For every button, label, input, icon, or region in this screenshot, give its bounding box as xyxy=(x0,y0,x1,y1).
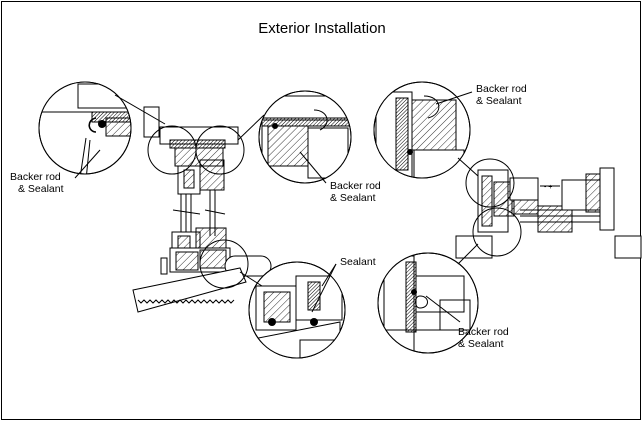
leader-line xyxy=(299,151,327,184)
locator-circle xyxy=(199,239,249,289)
callout-right-bottom: Backer rod & Sealant xyxy=(458,326,509,350)
leader-line xyxy=(435,91,473,105)
callout-line: Backer rod xyxy=(10,171,61,183)
callout-line: & Sealant xyxy=(458,338,504,350)
callout-line: & Sealant xyxy=(330,192,376,204)
leader-line xyxy=(74,149,101,179)
locator-circle xyxy=(465,158,515,208)
svg-text:- +: - + xyxy=(544,184,552,191)
callout-right-top: Backer rod & Sealant xyxy=(476,83,527,107)
detail-circle-top-center xyxy=(237,90,352,184)
callout-line: Backer rod xyxy=(330,180,381,192)
callout-line: & Sealant xyxy=(18,183,64,195)
drawing-title: Exterior Installation xyxy=(258,20,386,37)
vertical-section xyxy=(132,106,272,313)
locator-circle xyxy=(472,207,522,257)
callout-line: & Sealant xyxy=(476,95,522,107)
callout-line: Backer rod xyxy=(476,83,527,95)
leader-line xyxy=(425,295,461,323)
callout-left-top: Backer rod & Sealant xyxy=(10,171,64,195)
callout-center-top: Backer rod & Sealant xyxy=(330,180,381,204)
horizontal-section: - + xyxy=(455,167,642,259)
detail-circle-top-right xyxy=(373,81,479,179)
callout-line: Backer rod xyxy=(458,326,509,338)
detail-circle-bottom-right xyxy=(377,243,479,354)
callout-line: Sealant xyxy=(340,256,376,268)
locator-circle xyxy=(195,125,245,175)
callout-center-bottom: Sealant xyxy=(340,256,376,268)
leader-line xyxy=(311,263,337,313)
